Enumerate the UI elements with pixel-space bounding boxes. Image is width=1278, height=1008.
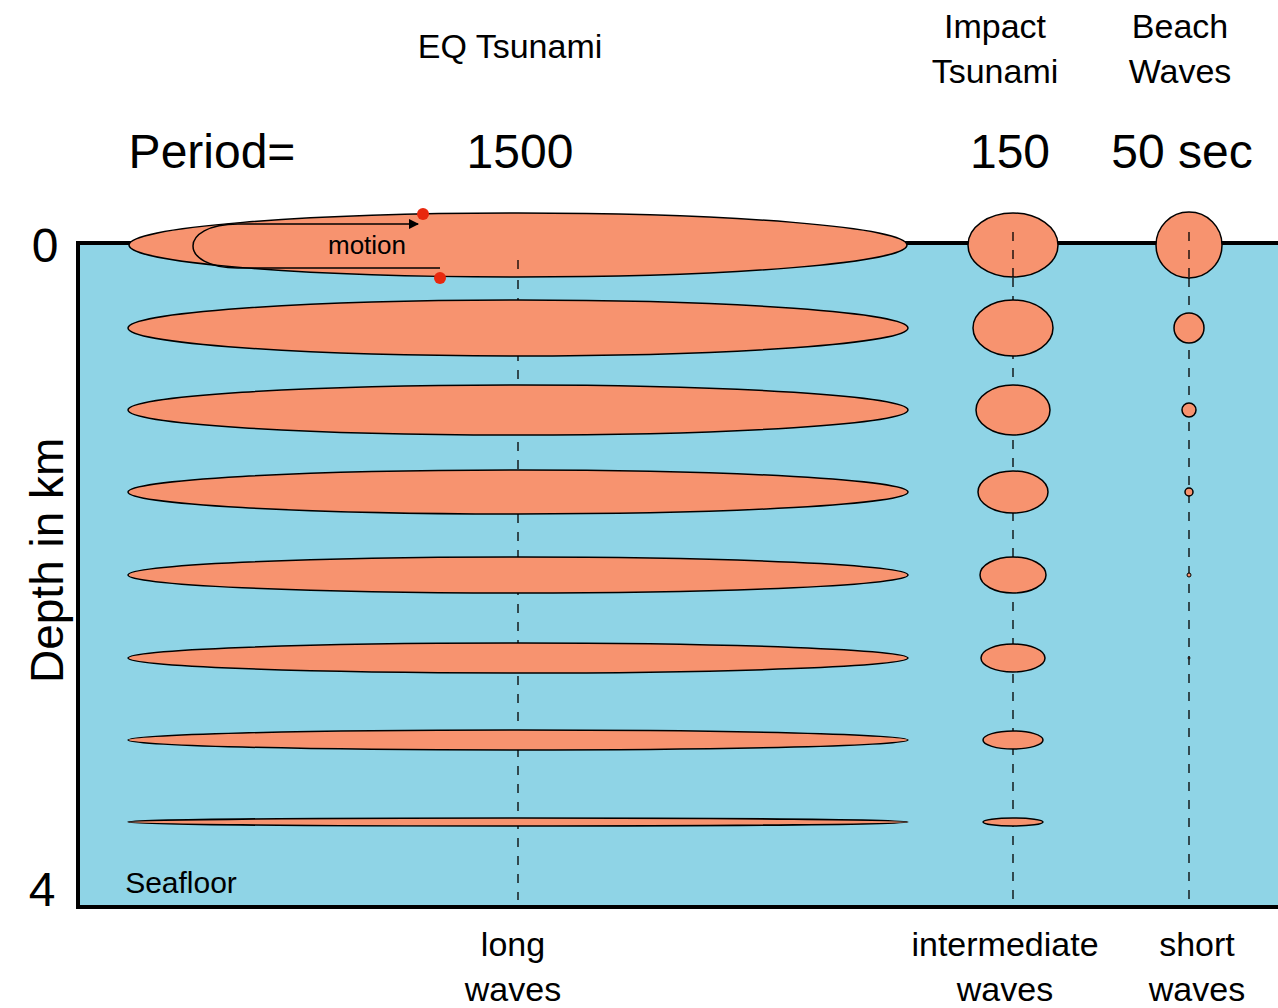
depth-tick: 4 <box>29 864 56 917</box>
orbit-ellipse <box>128 385 908 435</box>
orbit-circle <box>1188 657 1190 659</box>
orbit-ellipse <box>128 470 908 514</box>
seafloor-line <box>78 905 1278 909</box>
orbit-ellipse <box>128 643 908 673</box>
orbit-ellipse <box>976 385 1050 435</box>
column-heading: EQ Tsunami <box>380 24 640 69</box>
ocean-water <box>78 243 1278 907</box>
column-axis <box>1188 260 1189 900</box>
orbit-ellipse <box>128 300 908 356</box>
orbit-circle <box>1182 403 1196 417</box>
column-axis <box>1188 232 1189 277</box>
period-label: Period= <box>129 126 296 179</box>
period-value: 150 <box>970 126 1050 179</box>
orbit-ellipse <box>968 213 1058 277</box>
orbit-circle <box>1185 488 1193 496</box>
column-axis <box>1012 232 1013 277</box>
orbit-ellipse <box>983 731 1043 749</box>
orbit-ellipse <box>128 557 908 593</box>
motion-arrow <box>193 224 440 268</box>
orbit-ellipse <box>128 818 908 826</box>
seafloor-label: Seafloor <box>125 866 237 899</box>
period-value: 1500 <box>467 126 574 179</box>
orbit-circle <box>1174 313 1204 343</box>
orbit-circle <box>1156 212 1222 278</box>
depth-axis-line <box>76 241 80 909</box>
wave-type: short waves <box>1141 922 1253 1008</box>
period-value: 50 sec <box>1111 126 1252 179</box>
ellipse-outline <box>128 212 908 278</box>
particle-dot <box>434 272 446 284</box>
wave-type: intermediate waves <box>889 922 1121 1008</box>
orbit-ellipse <box>980 557 1046 593</box>
depth-tick: 0 <box>32 220 59 273</box>
column-heading: Impact Tsunami <box>915 4 1075 94</box>
axis-title: Depth in km <box>23 437 74 682</box>
wave-type: long waves <box>457 922 569 1008</box>
orbit-circle <box>1187 573 1191 577</box>
orbit-ellipse <box>981 644 1045 672</box>
orbit-ellipse <box>128 730 908 750</box>
orbit-ellipse <box>978 471 1048 513</box>
orbit-ellipse <box>973 300 1053 356</box>
orbit-ellipse <box>983 818 1043 826</box>
particle-dot <box>417 208 429 220</box>
orbit-ellipse-node: motion <box>128 212 908 278</box>
column-heading: Beach Waves <box>1118 4 1242 94</box>
motion-label: motion <box>328 232 406 258</box>
